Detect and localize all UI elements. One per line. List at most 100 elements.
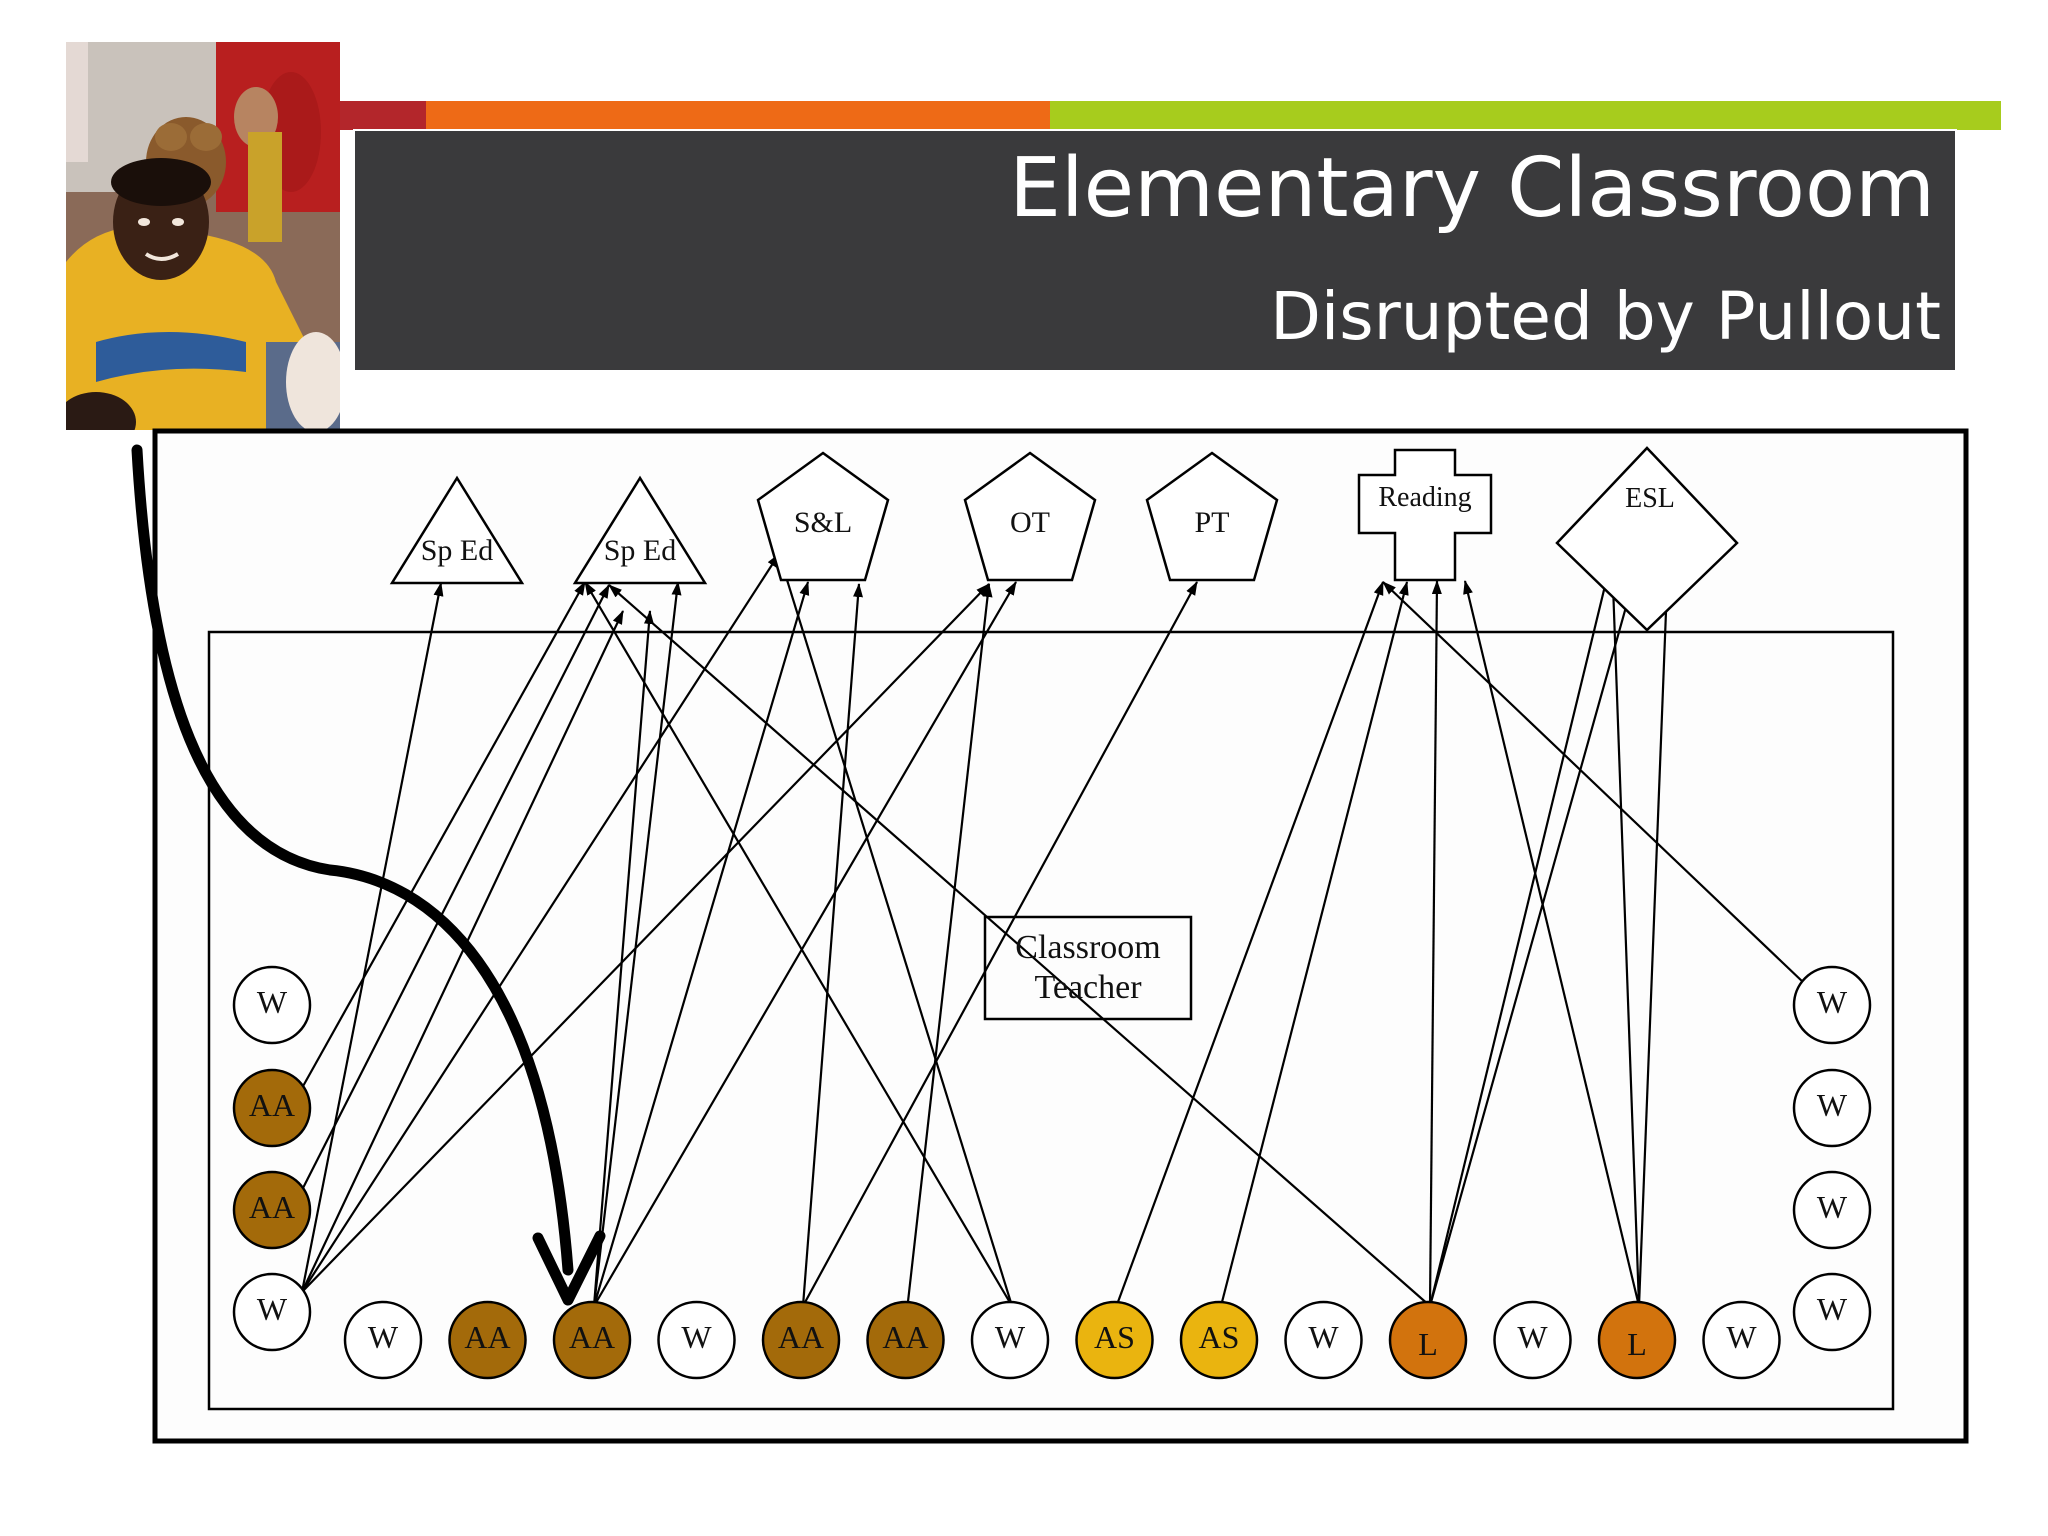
service-sped2-label: Sp Ed: [604, 534, 677, 567]
student-bottom-4: AA: [761, 1300, 841, 1380]
student-right-3: W: [1792, 1272, 1872, 1352]
teacher-box-outline: [983, 915, 1193, 1021]
student-left-3-label: W: [257, 1291, 288, 1327]
pullout-arrow-bottom-12-to-esl: [1607, 556, 1641, 1307]
student-right-2: W: [1792, 1170, 1872, 1250]
service-reading-shape: [1357, 448, 1493, 582]
pullout-arrow-bottom-7-to-reading: [1115, 581, 1385, 1307]
student-bottom-13: W: [1702, 1300, 1781, 1380]
pullout-arrow-left-3-to-sl: [301, 553, 780, 1293]
service-sped1: Sp Ed: [389, 475, 525, 585]
student-bottom-7: AS: [1075, 1300, 1154, 1380]
pullout-arrow-bottom-2-to-ot: [593, 581, 1017, 1307]
student-right-3-circle: [1792, 1272, 1872, 1352]
pullout-path-arrowhead: [532, 1230, 606, 1306]
classroom-teacher-box: Classroom Teacher: [983, 915, 1193, 1021]
service-pt: PT: [1145, 451, 1279, 582]
service-sl-shape: [756, 451, 890, 582]
pullout-arrow-bottom-2-to-sped2: [592, 610, 654, 1307]
student-left-0-circle: [232, 965, 312, 1045]
student-bottom-3-circle: [657, 1300, 736, 1380]
pullout-arrow-bottom-8-to-reading: [1219, 581, 1409, 1307]
classroom-boundary: [207, 630, 1895, 1411]
student-left-0: W: [232, 965, 312, 1045]
pullout-arrow-left-3-to-ot: [301, 583, 990, 1293]
pullout-arrow-bottom-2-to-sl: [592, 581, 810, 1307]
student-right-1-label: W: [1817, 1087, 1848, 1123]
service-reading: Reading: [1357, 448, 1493, 582]
pullout-arrow-bottom-10-to-esl: [1428, 556, 1642, 1307]
student-bottom-4-label: AA: [778, 1319, 824, 1355]
pullout-arrow-bottom-4-to-sl: [801, 583, 863, 1307]
service-sped1-label: Sp Ed: [421, 534, 494, 567]
student-bottom-0-circle: [343, 1300, 423, 1380]
accent-bar-green: [1050, 101, 2001, 130]
student-right-0-label: W: [1817, 984, 1848, 1020]
student-bottom-9-label: W: [1308, 1319, 1339, 1355]
student-bottom-11-circle: [1493, 1300, 1572, 1380]
slide-title: Elementary Classroom: [1009, 141, 1935, 236]
pullout-arrow-left-1-to-sped2: [301, 581, 586, 1089]
student-bottom-10-label: L: [1418, 1326, 1438, 1362]
student-left-3: W: [232, 1272, 312, 1352]
student-left-1-circle: [232, 1068, 312, 1148]
student-left-2-label: AA: [249, 1189, 295, 1225]
student-bottom-9: W: [1284, 1300, 1363, 1380]
student-left-2: AA: [232, 1170, 312, 1250]
student-right-1: W: [1792, 1068, 1872, 1148]
student-bottom-12-circle: [1597, 1300, 1677, 1380]
pullout-arrow-bottom-6-to-sl: [777, 553, 1014, 1307]
student-bottom-8: AS: [1179, 1300, 1259, 1380]
student-bottom-2-label: AA: [569, 1319, 615, 1355]
pullout-arrow-left-3-to-sped2: [301, 610, 624, 1293]
pullout-arrow-left-2-to-sped2: [301, 584, 610, 1191]
student-bottom-0: W: [343, 1300, 423, 1380]
student-right-3-label: W: [1817, 1291, 1848, 1327]
slide-subtitle: Disrupted by Pullout: [1270, 278, 1941, 355]
pullout-arrows: [300, 553, 1805, 1307]
student-bottom-4-circle: [761, 1300, 841, 1380]
service-reading-label: Reading: [1378, 482, 1471, 513]
pullout-arrow-bottom-6-to-sped2: [584, 581, 1013, 1307]
service-sped2-shape: [572, 475, 708, 585]
student-right-1-circle: [1792, 1068, 1872, 1148]
student-right-0: W: [1792, 965, 1872, 1045]
service-sped2: Sp Ed: [572, 475, 708, 585]
student-bottom-5: AA: [866, 1300, 945, 1380]
student-bottom-12: L: [1597, 1300, 1677, 1380]
pullout-arrow-bottom-10-to-esl: [1428, 556, 1614, 1307]
student-bottom-11: W: [1493, 1300, 1572, 1380]
student-bottom-9-circle: [1284, 1300, 1363, 1380]
student-bottom-1: AA: [448, 1300, 527, 1380]
student-bottom-10: L: [1388, 1300, 1468, 1380]
service-ot-shape: [963, 451, 1097, 582]
pullout-arrow-bottom-5-to-ot: [906, 583, 993, 1307]
student-bottom-7-circle: [1075, 1300, 1154, 1380]
service-pt-label: PT: [1194, 506, 1229, 539]
student-bottom-5-label: AA: [882, 1319, 928, 1355]
pullout-arrow-bottom-12-to-reading: [1463, 580, 1641, 1307]
student-bottom-1-circle: [448, 1300, 527, 1380]
service-sped1-shape: [389, 475, 525, 585]
teacher-label-line2: Teacher: [1034, 969, 1142, 1006]
service-pt-shape: [1145, 451, 1279, 582]
accent-bar: [338, 101, 2001, 130]
student-bottom-7-label: AS: [1094, 1319, 1135, 1355]
student-right-2-label: W: [1817, 1189, 1848, 1225]
accent-bar-red: [338, 101, 426, 130]
pullout-arrow-left-3-to-sped1: [300, 582, 444, 1293]
service-esl-shape: [1555, 446, 1739, 632]
pullout-arrow-bottom-12-to-esl: [1637, 559, 1673, 1307]
student-bottom-0-label: W: [368, 1319, 399, 1355]
student-bottom-12-label: L: [1627, 1326, 1647, 1362]
student-right-0-circle: [1792, 965, 1872, 1045]
student-bottom-8-label: AS: [1199, 1319, 1240, 1355]
student-bottom-1-label: AA: [464, 1319, 510, 1355]
service-esl-label: ESL: [1625, 483, 1675, 514]
pullout-path-arrow: [131, 444, 574, 1276]
pullout-arrow-right-0-to-reading: [1382, 581, 1805, 984]
service-sl: S&L: [756, 451, 890, 582]
student-bottom-3-label: W: [681, 1319, 712, 1355]
student-bottom-13-label: W: [1726, 1319, 1757, 1355]
